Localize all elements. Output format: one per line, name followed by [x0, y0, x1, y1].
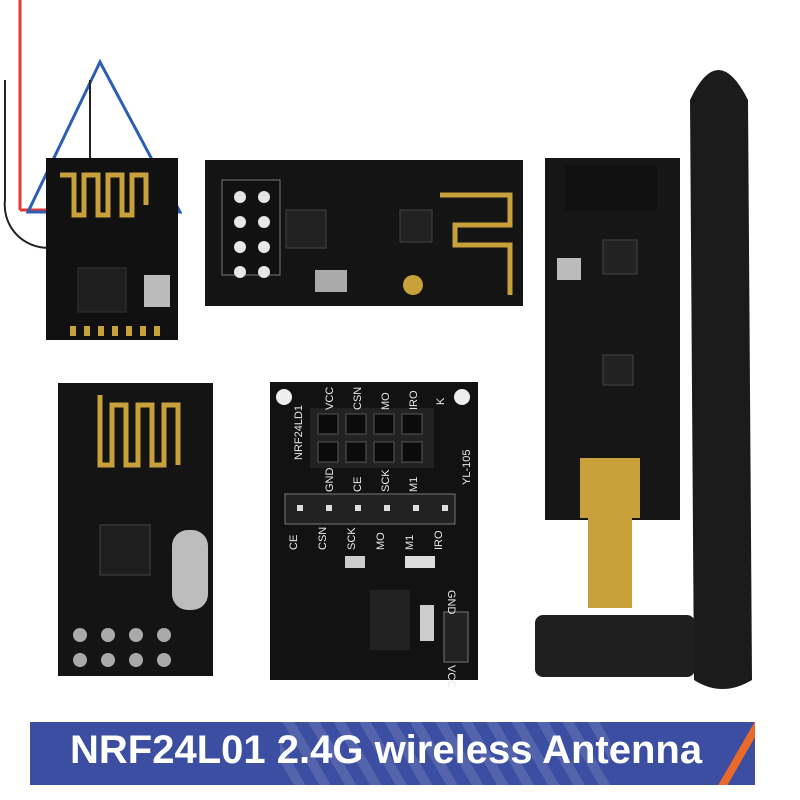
nrf24l01-module — [58, 383, 213, 676]
board-part-label: YL-105 — [461, 450, 473, 485]
banner-stripes — [280, 722, 610, 785]
title-banner: NRF24L01 2.4G wireless Antenna — [30, 722, 755, 785]
socket-label-iro: IRO — [408, 390, 420, 410]
power-label-vcc: VCC — [445, 665, 457, 688]
yl-105-adapter-board: NRF24LD1 YL-105 VCC CSN MO IRO K GND CE … — [270, 382, 478, 688]
nrf24l01-smd-module — [46, 158, 178, 340]
board-model-label: NRF24LD1 — [293, 405, 305, 460]
corner-label: K — [435, 397, 447, 405]
socket-label-vcc: VCC — [324, 387, 336, 410]
power-label-gnd: GND — [445, 590, 457, 615]
header-label-iro: IRO — [433, 530, 445, 550]
socket-label-ce: CE — [352, 477, 364, 492]
nrf24l01-pa-lna-module — [545, 158, 680, 608]
header-label-ce: CE — [288, 535, 300, 550]
nrf24l01-pa-module — [205, 160, 523, 306]
header-label-csn: CSN — [317, 527, 329, 550]
socket-label-sck: SCK — [380, 469, 392, 492]
socket-label-gnd: GND — [324, 468, 336, 493]
header-label-m1: M1 — [404, 535, 416, 550]
banner-title: NRF24L01 2.4G wireless Antenna — [70, 728, 703, 772]
socket-label-mo: MO — [380, 392, 392, 410]
header-label-mo: MO — [375, 532, 387, 550]
antenna — [535, 70, 752, 689]
header-label-sck: SCK — [346, 527, 358, 550]
socket-label-m1: M1 — [408, 477, 420, 492]
banner-accent-stripe — [713, 722, 755, 785]
socket-label-csn: CSN — [352, 387, 364, 410]
